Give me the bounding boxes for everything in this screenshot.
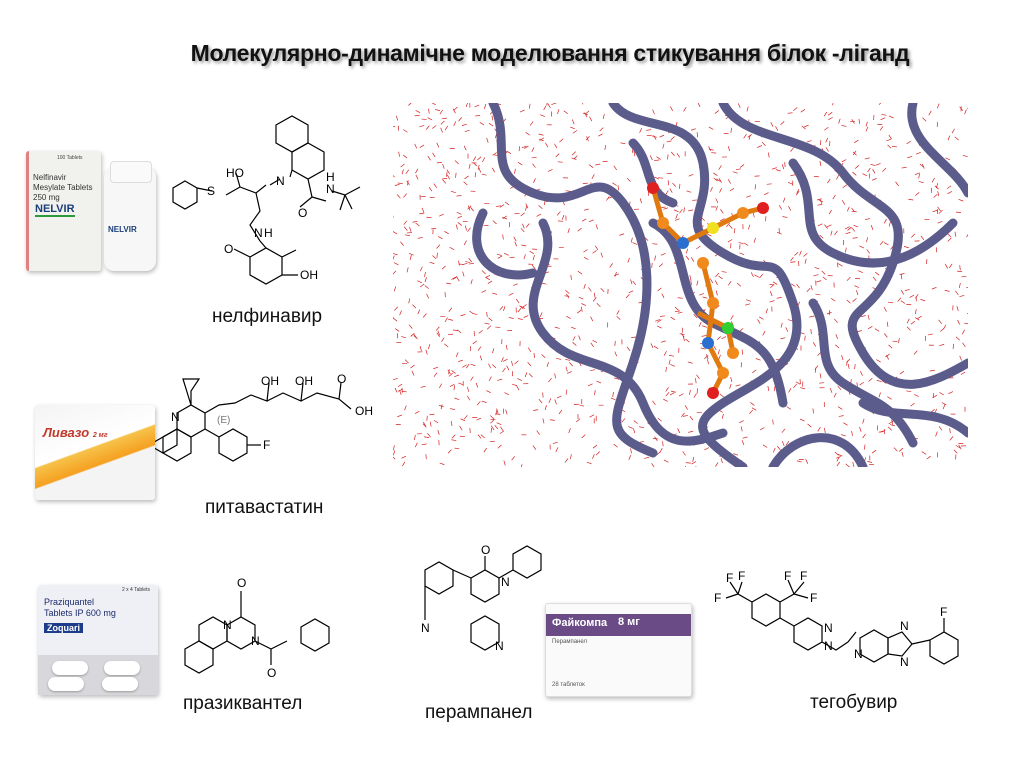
atom-label: (E): [217, 415, 230, 426]
drug-name-nelfinavir: нелфинавир: [212, 306, 323, 327]
atom-label: N: [326, 182, 335, 196]
drug-name-tegobuvir: тегобувир: [810, 692, 898, 713]
perampanel-structure: N O N N: [421, 543, 542, 653]
atom-label: N: [254, 226, 263, 240]
atom-label: N: [251, 634, 260, 648]
atom-label: S: [207, 184, 215, 198]
atom-label: OH: [295, 374, 313, 388]
package-subtitle: Перампанел: [552, 639, 587, 645]
ligand-atom: [727, 347, 739, 359]
ligand-atom: [647, 182, 659, 194]
ligand-ball-and-stick: [647, 182, 769, 399]
package-count: 28 таблеток: [552, 682, 585, 688]
nelvir-package-image: 100 Tablets Nelfinavir Mesylate Tablets …: [26, 145, 161, 275]
atom-label: F: [810, 591, 817, 605]
atom-label: N: [900, 619, 909, 633]
package-brand: Ливазо 2 мг: [43, 425, 108, 440]
atom-label: OH: [355, 404, 373, 418]
atom-label: N: [824, 621, 833, 635]
praziquantel-structure: O N N O: [184, 576, 330, 680]
atom-label: O: [481, 543, 490, 557]
atom-label: F: [940, 605, 947, 619]
protein-ligand-md-image: [393, 103, 968, 467]
package-count: 100 Tablets: [57, 155, 83, 161]
ligand-atom: [722, 322, 734, 334]
slide-title: Молекулярно-динамічне моделювання стикув…: [190, 40, 910, 66]
package-brand: NELVIR: [35, 203, 75, 217]
ligand-atom: [717, 367, 729, 379]
ligand-atom: [707, 297, 719, 309]
package-brand: Файкомпа: [552, 617, 608, 629]
atom-label: F: [714, 591, 721, 605]
drug-name-pitavastatin: питавастатин: [205, 497, 324, 518]
atom-label: H: [264, 226, 273, 240]
package-dose: 8 мг: [618, 616, 640, 628]
ligand-atom: [702, 337, 714, 349]
atom-label: HO: [226, 166, 244, 180]
ligand-atom: [697, 257, 709, 269]
ligand-atom: [677, 237, 689, 249]
atom-label: F: [726, 571, 733, 585]
package-text: Nelfinavir Mesylate Tablets 250 mg: [33, 173, 93, 202]
atom-label: N: [171, 410, 180, 424]
atom-label: N: [223, 618, 232, 632]
drug-name-perampanel: перампанел: [425, 702, 533, 723]
atom-label: N: [501, 575, 510, 589]
fycompa-package-image: Файкомпа 8 мг Перампанел 28 таблеток: [545, 603, 692, 697]
atom-label: OH: [261, 374, 279, 388]
atom-label: OH: [300, 268, 318, 282]
ligand-atom: [707, 387, 719, 399]
pitavastatin-structure: N (E) OH OH O OH F: [155, 372, 373, 462]
atom-label: F: [800, 569, 807, 583]
nelfinavir-structure: S HO N O N H O N H OH: [172, 115, 361, 285]
atom-label: O: [267, 666, 276, 680]
package-brand: Zoquari: [44, 623, 83, 633]
ligand-atom: [757, 202, 769, 214]
ligand-atom: [707, 222, 719, 234]
package-count: 2 x 4 Tablets: [122, 587, 150, 593]
atom-label: O: [298, 206, 307, 220]
atom-label: O: [237, 576, 246, 590]
atom-label: N: [824, 639, 833, 653]
ligand-atom: [657, 217, 669, 229]
atom-label: H: [326, 170, 335, 184]
tegobuvir-structure: F F F F F F N N N N N F: [714, 569, 959, 669]
atom-label: N: [495, 639, 504, 653]
protein-ribbon: [472, 103, 968, 467]
atom-label: F: [784, 569, 791, 583]
atom-label: F: [738, 569, 745, 583]
ligand-atom: [737, 207, 749, 219]
livazo-package-image: Ливазо 2 мг: [35, 405, 155, 500]
atom-label: N: [276, 174, 285, 188]
atom-label: O: [224, 242, 233, 256]
atom-label: N: [421, 621, 430, 635]
drug-name-praziquantel: празиквантел: [183, 693, 303, 714]
atom-label: F: [263, 438, 270, 452]
atom-label: N: [854, 647, 863, 661]
atom-label: N: [900, 655, 909, 669]
atom-label: O: [337, 372, 346, 386]
